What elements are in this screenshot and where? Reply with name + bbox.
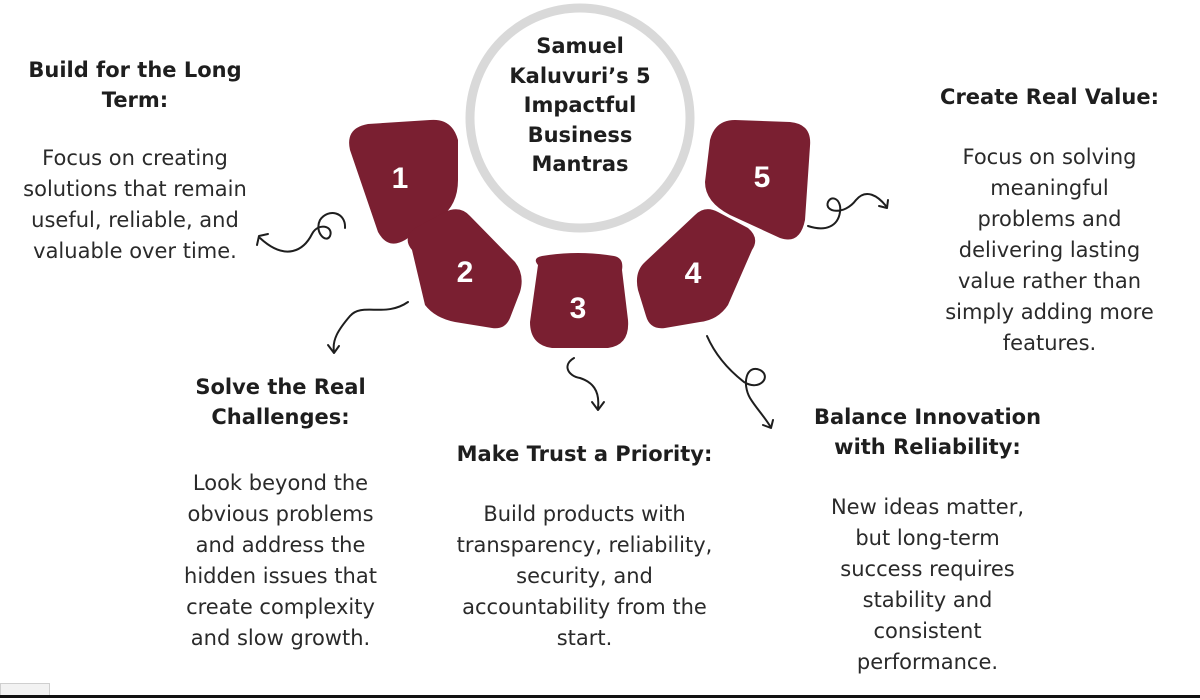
curly-arrow-2 [327, 301, 409, 354]
mantra-3-body: Build products with transparency, reliab… [456, 502, 713, 650]
mantra-card-2: Solve the Real Challenges: Look beyond t… [168, 372, 393, 654]
mantra-card-3: Make Trust a Priority: Build products wi… [452, 439, 717, 654]
segment-2-shape [407, 209, 522, 329]
segment-1-shape [349, 119, 458, 244]
center-circle [465, 3, 695, 233]
segment-5: 5 [705, 120, 811, 240]
segment-5-shape [705, 120, 811, 240]
segment-3-shape [530, 253, 629, 348]
segment-1-number: 1 [392, 162, 409, 195]
mantra-card-5: Create Real Value: Focus on solving mean… [922, 82, 1177, 359]
bottom-tab [0, 683, 50, 696]
mantra-1-body: Focus on creating solutions that remain … [23, 146, 247, 263]
mantra-card-4: Balance Innovation with Reliability: New… [800, 402, 1055, 678]
curly-arrow-4 [706, 335, 774, 429]
segment-3-number: 3 [570, 292, 587, 325]
mantra-1-title: Build for the Long Term: [28, 58, 242, 112]
segment-4-number: 4 [685, 257, 702, 290]
mantra-card-1: Build for the Long Term: Focus on creati… [15, 55, 255, 267]
mantra-2-body: Look beyond the obvious problems and add… [184, 471, 377, 650]
mantra-4-body: New ideas matter, but long-term success … [830, 495, 1025, 674]
segment-2-number: 2 [457, 256, 474, 289]
segment-3: 3 [530, 253, 629, 348]
mantra-4-title: Balance Innovation with Reliability: [813, 405, 1042, 459]
mantra-5-title: Create Real Value: [940, 85, 1159, 109]
bottom-rule [0, 695, 1200, 698]
curly-arrow-3 [566, 357, 605, 411]
mantra-5-body: Focus on solving meaningful problems and… [945, 145, 1154, 355]
segment-5-number: 5 [754, 161, 771, 194]
curly-arrow-1 [256, 212, 347, 253]
mantra-2-title: Solve the Real Challenges: [195, 375, 366, 429]
segment-4-shape [636, 209, 756, 329]
segment-4: 4 [636, 209, 756, 329]
segment-1: 1 [349, 119, 458, 244]
center-title: Samuel Kaluvuri’s 5 Impactful Business M… [509, 34, 651, 176]
curly-arrow-5 [807, 192, 889, 230]
segment-2: 2 [407, 209, 522, 329]
mantra-3-title: Make Trust a Priority: [456, 442, 713, 466]
